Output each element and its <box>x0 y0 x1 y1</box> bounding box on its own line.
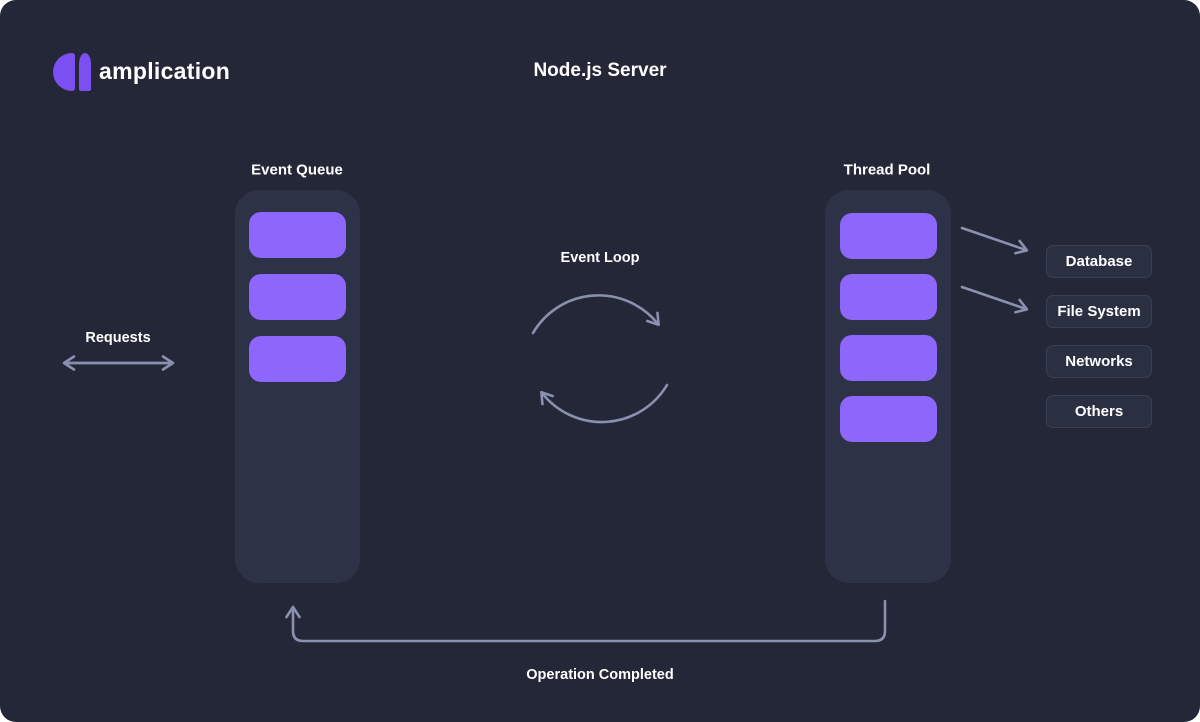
task-block <box>839 274 937 320</box>
thread-pool-label: Thread Pool <box>843 161 931 179</box>
task-block <box>249 336 346 382</box>
logo-left-lobe <box>53 53 75 91</box>
resource-box-others: Others <box>1046 395 1152 428</box>
amplication-logo-icon <box>53 53 91 91</box>
logo-right-lobe <box>79 53 91 91</box>
task-block <box>839 396 937 442</box>
resource-box-database: Database <box>1046 245 1152 278</box>
event-queue-column <box>235 190 360 583</box>
brand-wordmark: amplication <box>99 58 231 84</box>
event-loop-label: Event Loop <box>560 250 640 266</box>
task-block <box>249 274 346 320</box>
resource-label: Networks <box>1065 353 1133 370</box>
resource-box-file-system: File System <box>1046 295 1152 328</box>
resource-label: Database <box>1065 253 1133 270</box>
resource-box-networks: Networks <box>1046 345 1152 378</box>
page-title: Node.js Server <box>533 60 667 81</box>
thread-pool-column <box>825 190 951 583</box>
task-block <box>839 213 937 259</box>
task-block <box>839 335 937 381</box>
resource-label: File System <box>1057 303 1141 320</box>
requests-label: Requests <box>85 330 151 346</box>
event-queue-label: Event Queue <box>251 161 343 179</box>
operation-completed-label: Operation Completed <box>526 667 674 683</box>
task-block <box>249 212 346 258</box>
resource-label: Others <box>1074 403 1124 420</box>
